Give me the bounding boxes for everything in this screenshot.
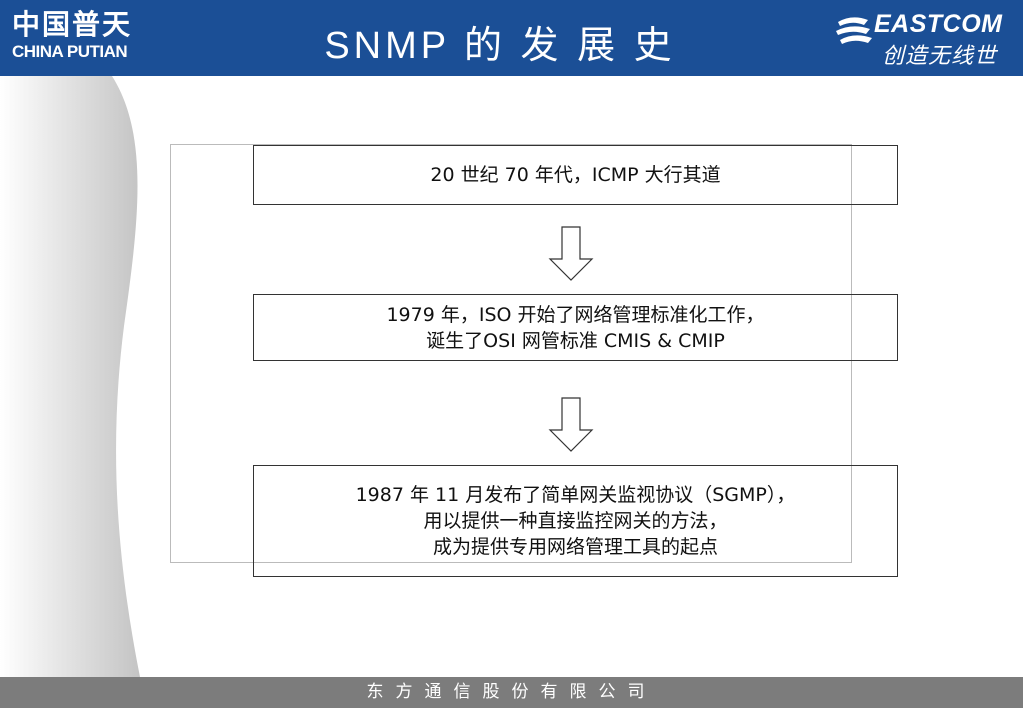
slogan-text: 创造无线世界 — [882, 44, 998, 101]
inner-frame — [170, 144, 852, 563]
header-bar: 中国普天 CHINA PUTIAN SNMP 的 发 展 史 EASTCOM 创… — [0, 0, 1023, 101]
china-putian-logo: 中国普天 CHINA PUTIAN — [12, 8, 132, 62]
flow-box-3-line-1: 1987 年 11 月发布了简单网关监视协议（SGMP）， — [355, 484, 796, 506]
footer-bar: 东方通信股份有限公司 — [0, 677, 1023, 708]
footer-company-name: 东方通信股份有限公司 — [366, 682, 657, 702]
decorative-swoosh — [0, 76, 140, 677]
logo-en-text: CHINA PUTIAN — [12, 42, 128, 61]
flow-box-2-line-2: 诞生了OSI 网管标准 CMIS & CMIP — [426, 329, 725, 352]
flow-box-2: 1979 年，ISO 开始了网络管理标准化工作， 诞生了OSI 网管标准 CMI… — [253, 294, 898, 361]
flow-box-1: 20 世纪 70 年代，ICMP 大行其道 — [253, 145, 898, 205]
down-arrow-icon — [548, 397, 594, 452]
flow-box-3: 1987 年 11 月发布了简单网关监视协议（SGMP）， 用以提供一种直接监控… — [253, 465, 898, 577]
eastcom-swirl-logo-icon — [836, 17, 872, 44]
down-arrow-icon — [548, 226, 594, 281]
brand-text: EASTCOM — [874, 10, 1003, 38]
flow-box-3-line-2: 用以提供一种直接监控网关的方法， — [423, 510, 728, 532]
logo-cn-text: 中国普天 — [12, 8, 133, 41]
page-title: SNMP 的 发 展 史 — [324, 25, 676, 67]
flow-box-2-line-1: 1979 年，ISO 开始了网络管理标准化工作， — [386, 303, 765, 326]
flow-box-1-line-1: 20 世纪 70 年代，ICMP 大行其道 — [430, 164, 721, 186]
eastcom-logo: EASTCOM 创造无线世界 — [834, 8, 1014, 101]
flow-box-3-line-3: 成为提供专用网络管理工具的起点 — [432, 536, 718, 558]
